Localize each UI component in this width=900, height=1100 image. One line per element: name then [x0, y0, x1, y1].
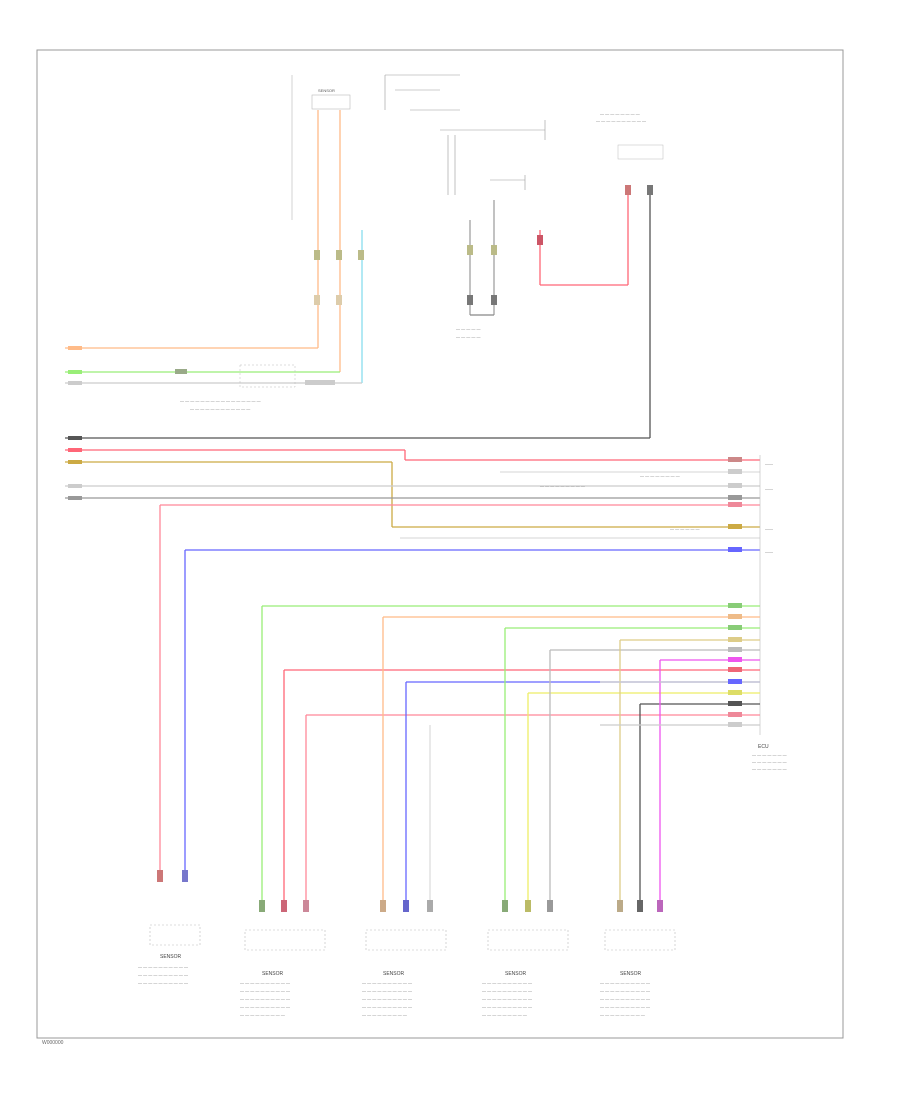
sensor-top-connector: SENSOR — [311, 88, 364, 305]
svg-text:— — — — — — — — — —: — — — — — — — — — — — [482, 996, 532, 1001]
svg-text:— — — — — — — — —: — — — — — — — — — — [600, 1012, 645, 1017]
sensor-4-label: SENSOR — [505, 971, 527, 977]
bottom-sensors — [149, 924, 676, 951]
svg-text:— — — — — — — — — —: — — — — — — — — — — — [600, 988, 650, 993]
diagram-frame — [36, 49, 844, 1039]
middle-bus — [65, 437, 760, 870]
svg-text:— — — — — — — — — —: — — — — — — — — — — — [362, 980, 412, 985]
svg-text:— — — — — — — — — —: — — — — — — — — — — — [138, 964, 188, 969]
svg-text:— — — — — — — — — —: — — — — — — — — — — — [600, 980, 650, 985]
sensor-top-label: SENSOR — [318, 88, 335, 93]
sensor-2-label: SENSOR — [262, 971, 284, 977]
svg-text:— — — — — — — — — —: — — — — — — — — — — — [240, 980, 290, 985]
svg-text:— — — — — — — — — — — — — — —: — — — — — — — — — — — — — — — — — [180, 398, 261, 403]
svg-text:— — — — — — —: — — — — — — — — [752, 766, 787, 771]
svg-text:— — — — — — —: — — — — — — — — [752, 759, 787, 764]
right-sensor — [539, 144, 664, 438]
lower-wires — [261, 605, 760, 905]
svg-text:— — — — —: — — — — — — [456, 326, 480, 331]
svg-text:——: —— — [765, 486, 773, 491]
svg-text:— — — — — — — — —: — — — — — — — — — — [362, 1012, 407, 1017]
svg-text:— — — — — — — — — —: — — — — — — — — — — — [362, 1004, 412, 1009]
bottom-connectors — [157, 870, 663, 912]
svg-text:— — — — — — — — — —: — — — — — — — — — — — [600, 996, 650, 1001]
svg-text:— — — — — — — — — —: — — — — — — — — — — — [362, 996, 412, 1001]
svg-text:— — — — — — — — —: — — — — — — — — — — [482, 1012, 527, 1017]
svg-text:— — — — — — — — — —: — — — — — — — — — — — [240, 1004, 290, 1009]
svg-text:— — — — — — — — — —: — — — — — — — — — — — [596, 118, 646, 123]
svg-text:——: —— — [765, 549, 773, 554]
svg-text:— — — — — — — — —: — — — — — — — — — — [540, 483, 585, 488]
svg-text:— — — — — — — — — —: — — — — — — — — — — — [482, 988, 532, 993]
sensor-1-label: SENSOR — [160, 954, 182, 960]
relay-block — [384, 74, 546, 195]
svg-text:— — — — — — — — — —: — — — — — — — — — — — [362, 988, 412, 993]
svg-text:— — — — — — — — —: — — — — — — — — — — [240, 1012, 285, 1017]
svg-text:— — — — —: — — — — — — [456, 334, 480, 339]
svg-text:— — — — — — — —: — — — — — — — — — [640, 473, 680, 478]
svg-text:— — — — — — — — — —: — — — — — — — — — — — [482, 1004, 532, 1009]
svg-text:——: —— — [765, 461, 773, 466]
svg-text:— — — — — — — — — —: — — — — — — — — — — — [138, 972, 188, 977]
svg-text:— — — — — — — — — —: — — — — — — — — — — — [240, 988, 290, 993]
sensor-5-label: SENSOR — [620, 971, 642, 977]
ecu-label: ECU — [758, 744, 769, 750]
diagram-code: W000000 — [42, 1040, 64, 1046]
ecu-connector: —— —— —— —— ECU — — — — — — — — — — — — … — [728, 455, 787, 771]
svg-text:— — — — — — — — — —: — — — — — — — — — — — [600, 1004, 650, 1009]
svg-text:— — — — — — — — — —: — — — — — — — — — — — [240, 996, 290, 1001]
top-left-wires — [65, 75, 363, 384]
svg-text:— — — — — — — — — —: — — — — — — — — — — — [482, 980, 532, 985]
svg-text:— — — — — — —: — — — — — — — — [752, 752, 787, 757]
svg-text:— — — — — — — — — — — —: — — — — — — — — — — — — — [190, 406, 250, 411]
mid-connector: — — — — — — — — — — — — — — — — — — — — … — [175, 364, 335, 411]
svg-text:— — — — — — — —: — — — — — — — — — [600, 111, 640, 116]
relay-wires — [469, 200, 495, 316]
sensor-3-label: SENSOR — [383, 971, 405, 977]
svg-text:——: —— — [765, 526, 773, 531]
svg-text:— — — — — — — — — —: — — — — — — — — — — — [138, 980, 188, 985]
svg-text:— — — — — —: — — — — — — — [670, 526, 700, 531]
